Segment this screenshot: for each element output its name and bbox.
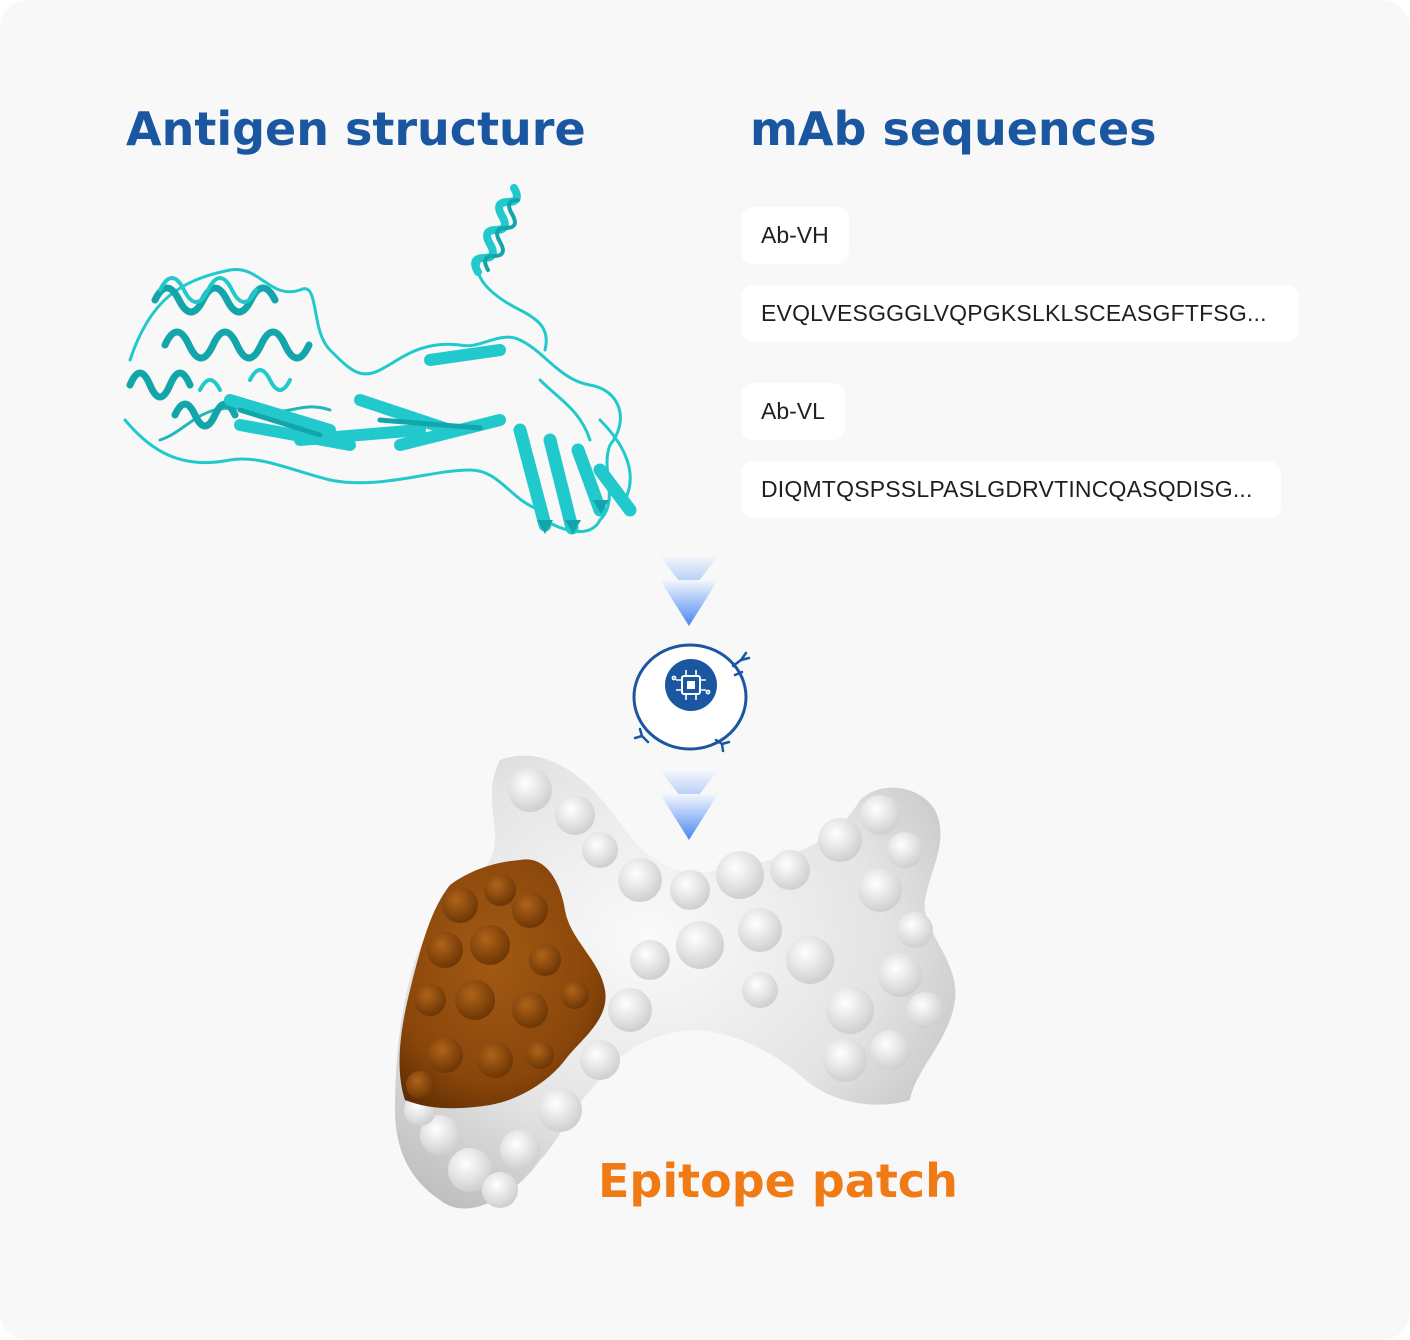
ai-cell-icon <box>632 643 748 751</box>
flow-arrow-icon <box>660 556 718 626</box>
epitope-patch-label: Epitope patch <box>598 1154 958 1208</box>
flow-arrow-icon-2 <box>660 770 718 840</box>
light-chain-label: Ab-VL <box>741 383 845 440</box>
protein-ribbon-icon <box>123 184 637 535</box>
mab-sequences-heading: mAb sequences <box>750 102 1157 156</box>
antibody-icon <box>633 651 751 753</box>
antigen-structure-heading: Antigen structure <box>126 102 586 156</box>
protein-surface-icon <box>395 755 956 1209</box>
light-chain-sequence: DIQMTQSPSSLPASLGDRVTINCQASQDISG... <box>741 461 1281 518</box>
heavy-chain-sequence: EVQLVESGGGLVQPGKSLKLSCEASGFTFSG... <box>741 285 1299 342</box>
heavy-chain-label: Ab-VH <box>741 207 849 264</box>
